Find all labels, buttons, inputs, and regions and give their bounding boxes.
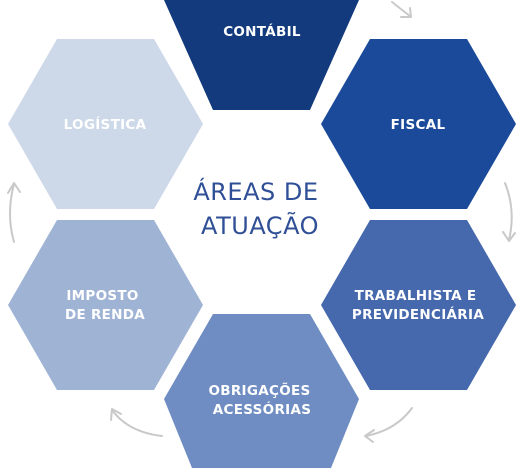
center-title: ÁREAS DE ATUAÇÃO [193, 177, 326, 240]
hex-logistica-shape [8, 39, 203, 209]
hex-imposto-label: IMPOSTO DE RENDA [65, 288, 145, 323]
hex-imposto-label-line: IMPOSTO [66, 288, 138, 304]
arrow-obrigacoes-to-imposto-head [110, 408, 122, 421]
hex-obrigacoes-label-line: ACESSÓRIAS [213, 400, 311, 418]
arrow-trabalhista-to-obrigacoes-head [364, 429, 375, 443]
hex-fiscal[interactable]: FISCAL [321, 39, 516, 209]
arrow-contabil-to-fiscal [391, 1, 412, 18]
hex-imposto[interactable]: IMPOSTO DE RENDA [8, 220, 203, 390]
hex-contabil-label-line: CONTÁBIL [223, 23, 301, 40]
arrow-fiscal-to-trabalhista-icon [504, 182, 513, 241]
hex-contabil-label: CONTÁBIL [223, 23, 301, 40]
hex-trabalhista-label-line: TRABALHISTA E [355, 288, 477, 304]
arrow-contabil-to-fiscal-icon [391, 1, 411, 17]
arrow-contabil-to-fiscal-head [400, 7, 412, 18]
hex-logistica-label: LOGÍSTICA [64, 116, 147, 133]
hex-obrigacoes-label-line: OBRIGAÇÕES [208, 381, 310, 399]
arrow-imposto-to-logistica-head [7, 182, 21, 194]
arrow-imposto-to-logistica-icon [9, 183, 15, 243]
hex-trabalhista-label: TRABALHISTA E PREVIDENCIÁRIA [352, 288, 484, 323]
arrow-obrigacoes-to-imposto-icon [111, 409, 163, 437]
hex-imposto-label-line: DE RENDA [65, 307, 145, 323]
hex-trabalhista-label-line: PREVIDENCIÁRIA [352, 306, 484, 323]
center-title-line-2: ATUAÇÃO [201, 210, 319, 240]
arrow-obrigacoes-to-imposto [110, 408, 163, 437]
center-title-line-1: ÁREAS DE [193, 177, 318, 206]
hex-logistica-label-line: LOGÍSTICA [64, 116, 147, 133]
arrow-trabalhista-to-obrigacoes-icon [365, 407, 413, 437]
hex-contabil-shape [164, 0, 359, 110]
hex-obrigacoes-shape [164, 314, 359, 468]
arrow-imposto-to-logistica [7, 182, 21, 243]
hex-obrigacoes-label: OBRIGAÇÕES ACESSÓRIAS [208, 381, 315, 418]
hex-trabalhista[interactable]: TRABALHISTA E PREVIDENCIÁRIA [321, 220, 516, 390]
hex-imposto-shape [8, 220, 203, 390]
arrow-fiscal-to-trabalhista [502, 182, 516, 242]
hex-trabalhista-shape [321, 220, 516, 390]
hex-logistica[interactable]: LOGÍSTICA [8, 39, 203, 209]
hex-fiscal-shape [321, 39, 516, 209]
hex-fiscal-label-line: FISCAL [391, 117, 446, 133]
hex-fiscal-label: FISCAL [391, 117, 446, 133]
hex-contabil[interactable]: CONTÁBIL [164, 0, 359, 110]
hex-obrigacoes[interactable]: OBRIGAÇÕES ACESSÓRIAS [164, 314, 359, 468]
arrow-trabalhista-to-obrigacoes [364, 407, 413, 443]
arrow-fiscal-to-trabalhista-head [502, 231, 516, 242]
